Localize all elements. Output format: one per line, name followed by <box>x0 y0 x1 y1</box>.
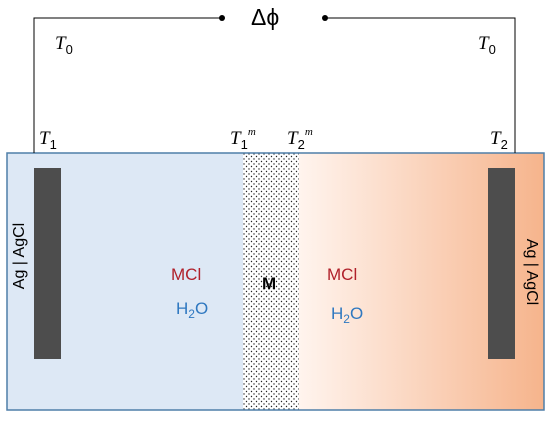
left-water-label: H2O <box>176 299 209 320</box>
right-electrode <box>488 168 515 359</box>
temp-t1m: T1m <box>230 126 256 152</box>
left-electrode-label: Ag | AgCl <box>11 222 28 290</box>
right-water-sub: 2 <box>343 312 350 326</box>
potential-difference-label: Δϕ <box>251 6 279 29</box>
right-electrode-label: Ag | AgCl <box>523 238 540 306</box>
temp-t0-right: T0 <box>478 33 496 56</box>
t1m-sup: m <box>247 126 256 138</box>
temp-t0-left: T0 <box>55 33 73 56</box>
right-water-h: H <box>331 304 344 323</box>
t1m-symbol: T <box>230 128 241 149</box>
right-water-label: H2O <box>331 304 364 325</box>
t2m-symbol: T <box>287 128 298 149</box>
t0-right-symbol: T <box>478 33 489 54</box>
t2-symbol: T <box>490 128 501 149</box>
t1-sub: 1 <box>49 137 57 152</box>
temp-t1: T1 <box>39 128 57 151</box>
membrane <box>243 153 299 410</box>
left-salt-label: MCl <box>171 265 202 284</box>
left-water-o: O <box>194 299 209 318</box>
t0-right-sub: 0 <box>488 42 496 57</box>
t0-left-symbol: T <box>55 33 66 54</box>
t1m-sub: 1 <box>240 137 248 152</box>
left-wire <box>33 17 222 153</box>
t2-sub: 2 <box>500 137 508 152</box>
left-water-h: H <box>176 299 189 318</box>
left-water-sub: 2 <box>188 307 195 321</box>
t1-symbol: T <box>39 128 50 149</box>
left-terminal <box>219 15 225 21</box>
right-salt-label: MCl <box>327 265 358 284</box>
t0-left-sub: 0 <box>65 42 73 57</box>
right-wire <box>325 17 516 153</box>
temp-t2: T2 <box>490 128 508 151</box>
membrane-label: M <box>262 274 277 293</box>
t2m-sub: 2 <box>297 137 305 152</box>
left-electrode <box>34 168 61 359</box>
potential-text: Δϕ <box>251 4 280 30</box>
right-terminal <box>322 15 328 21</box>
t2m-sup: m <box>304 126 313 138</box>
cell-border <box>6 152 545 411</box>
temp-t2m: T2m <box>287 126 313 152</box>
right-water-o: O <box>349 304 364 323</box>
